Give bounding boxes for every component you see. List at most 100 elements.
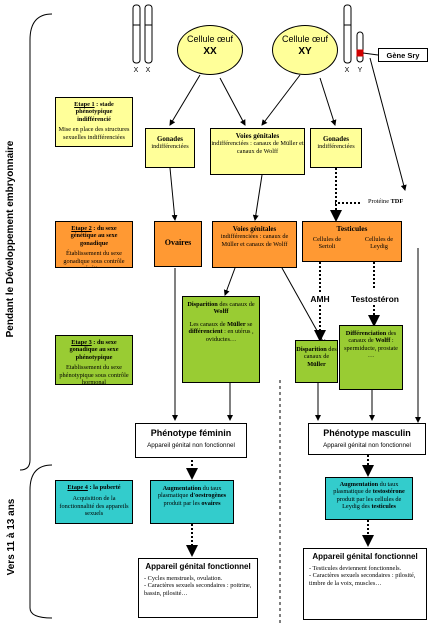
- disparition-m-box: Disparition des canaux de Müller: [295, 340, 338, 383]
- functional-f-item-2: - Caractères sexuels secondaires : poitr…: [144, 582, 252, 597]
- chromosome-x2-icon: [144, 4, 153, 64]
- embryonic-label: Pendant le Développement embryonnaire: [5, 140, 16, 338]
- functional-m-item-1: - Testicules deviennent fonctionnels.: [309, 565, 402, 572]
- gonades-f-box: Gonades indifférenciées: [145, 128, 195, 168]
- chrom-label-x2: X: [145, 67, 151, 74]
- disp-m-bold: Disparition: [296, 346, 327, 353]
- functional-m-item-2: - Caractères sexuels secondaires : pilos…: [309, 572, 416, 587]
- aug-f-bold: Augmentation: [162, 485, 202, 492]
- chrom-label-x1: X: [133, 67, 139, 74]
- chromosome-icons: [132, 4, 364, 64]
- step2-desc: Établissement du sexe gonadique sous con…: [63, 250, 125, 267]
- disp-m-muller: Müller: [307, 360, 326, 368]
- step4-box: Etape 4 : la puberté Acquisition de la f…: [55, 480, 133, 524]
- diff-m-bold: Différenciation: [345, 330, 387, 337]
- functional-f-box: Appareil génital fonctionnel - Cycles me…: [138, 558, 258, 618]
- proteine-label: Protéine: [368, 198, 389, 205]
- arrow-xx-gonades: [169, 74, 201, 126]
- cell-xx-karyotype: XX: [203, 46, 217, 57]
- step2-title: Etape 2: [71, 225, 92, 232]
- arrow-voies-voies: [252, 174, 263, 221]
- disp-f-bold: Disparition: [187, 301, 218, 308]
- voies-row2-desc: indifférenciées : canaux de Müller et ca…: [220, 233, 289, 248]
- arrow-xy-voies: [261, 74, 301, 126]
- cell-xy-karyotype: XY: [298, 46, 312, 57]
- functional-f-item-1: - Cycles menstruels, ovulation.: [144, 575, 223, 582]
- aug-f-text: du taux plasmatique: [157, 485, 222, 500]
- gene-sry-label: Gène Sry: [378, 48, 428, 62]
- mul-f-text2: se: [245, 320, 253, 328]
- step3-title: Etape 3: [71, 339, 92, 346]
- puberty-age-label: Vers 11 à 13 ans: [6, 498, 17, 576]
- gonades-f-desc: indifférenciées: [151, 143, 189, 151]
- chromosome-x1-icon: [132, 4, 141, 64]
- sertoli-label: Cellules de Sertoli: [312, 236, 342, 251]
- functional-m-list: - Testicules deviennent fonctionnels. - …: [309, 565, 421, 587]
- chrom-label-x3: X: [344, 67, 350, 74]
- aug-m-bold: Augmentation: [339, 481, 379, 488]
- phenotype-m-box: Phénotype masculin Appareil génital non …: [308, 423, 426, 455]
- augmentation-f-box: Augmentation du taux plasmatique d'oestr…: [150, 480, 234, 524]
- proteine-tdf-label: Protéine TDF: [368, 198, 428, 205]
- arrow-voies-disp-m: [281, 267, 326, 346]
- mul-f-diff: différencient: [188, 328, 223, 336]
- chromosome-y-icon: [356, 31, 364, 63]
- aug-m-by: produit par les cellules de Leydig des: [336, 495, 402, 511]
- gonades-m-desc: indifférenciées: [317, 143, 355, 151]
- step2-box: Etape 2 : du sexe génétique au sexe gona…: [55, 221, 133, 268]
- leydig-label: Cellules de Leydig: [364, 236, 394, 251]
- disp-m-text: des canaux de: [303, 346, 337, 361]
- step1-box: Etape 1 : stade phénotypique indifférenc…: [55, 97, 133, 147]
- aug-f-by: produit par les: [163, 499, 202, 507]
- mul-f-bold: Müller: [227, 320, 246, 328]
- cell-xy: Cellule œuf XY: [272, 25, 338, 75]
- step1-desc: Mise en place des structures sexuelles i…: [58, 126, 130, 141]
- disparition-f-box: Disparition des canaux de Wolff Les cana…: [182, 296, 260, 383]
- functional-f-list: - Cycles menstruels, ovulation. - Caract…: [144, 575, 252, 597]
- step1-title: Etape 1: [74, 101, 95, 108]
- diff-m-text2: : spermiducte, prostate …: [344, 337, 398, 360]
- tdf-label: TDF: [390, 198, 404, 205]
- step3-desc: Etablissement du sexe phénotypique sous …: [59, 364, 129, 385]
- phenotype-f-title: Phénotype féminin: [150, 428, 232, 438]
- step2-title-rest: : du sexe génétique au sexe gonadique: [70, 225, 118, 247]
- testosterone-label: Testostéron: [350, 294, 400, 304]
- step3-title-rest: : du sexe gonadique au sexe phénotypique: [69, 339, 119, 361]
- arrow-voies-disp-f: [223, 267, 236, 296]
- diff-m-wolff: Wolff: [375, 337, 391, 345]
- voies-indiff-desc: indifférenciées : canaux de Müller et ca…: [211, 140, 304, 155]
- step4-title: Etape 4: [67, 484, 88, 491]
- gonades-f-title: Gonades: [156, 135, 184, 143]
- step3-box: Etape 3 : du sexe gonadique au sexe phén…: [55, 335, 133, 385]
- voies-row2-title: Voies génitales: [232, 225, 277, 233]
- puberty-bracket: [29, 464, 53, 619]
- gonades-m-title: Gonades: [322, 135, 350, 143]
- aug-m-hormone: testostérone: [372, 488, 405, 496]
- phenotype-m-title: Phénotype masculin: [323, 428, 411, 438]
- embryo-bracket: [19, 13, 53, 471]
- diff-m-text: des canaux de: [348, 330, 397, 345]
- cell-xx-title: Cellule œuf: [186, 34, 233, 44]
- voies-indiff-title: Voies génitales: [235, 132, 280, 140]
- chrom-label-y: Y: [357, 67, 363, 74]
- augmentation-m-box: Augmentation du taux plasmatique de test…: [325, 477, 413, 520]
- aug-f-hormone: d'oestrogènes: [189, 492, 227, 500]
- mul-f-text1: Les canaux de: [189, 320, 228, 328]
- arrow-sry-tdf: [369, 57, 407, 191]
- differenciation-m-box: Différenciation des canaux de Wolff : sp…: [339, 325, 403, 390]
- functional-m-box: Appareil génital fonctionnel - Testicule…: [303, 548, 427, 620]
- arrow-gonf-ovaires: [169, 167, 178, 221]
- voies-row2-box: Voies génitales indifférenciées : canaux…: [212, 221, 297, 268]
- aug-m-text: du taux plasmatique de: [333, 481, 399, 496]
- phenotype-f-box: Phénotype féminin Appareil génital non f…: [135, 423, 247, 458]
- step4-desc: Acquisition de la fonctionnalité des app…: [59, 495, 129, 518]
- aug-m-org: testicules: [371, 503, 396, 511]
- disp-f-wolff: Wolff: [213, 308, 229, 316]
- phenotype-f-sub: Appareil génital non fonctionnel: [147, 442, 235, 449]
- testicules-title: Testicules: [336, 224, 368, 233]
- disp-f-text: des canaux de: [217, 301, 255, 308]
- testicules-box: Testicules Cellules de Sertoli Cellules …: [302, 221, 402, 262]
- cell-xy-title: Cellule œuf: [281, 34, 328, 44]
